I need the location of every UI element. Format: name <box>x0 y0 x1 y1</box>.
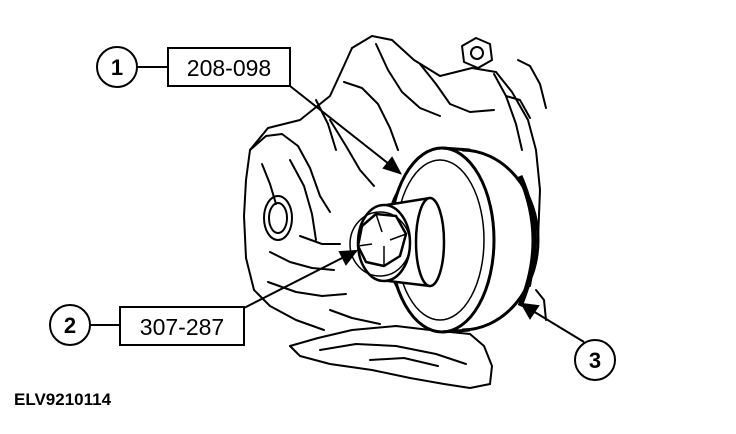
callout-2-label: 208-098 <box>187 55 271 81</box>
leader-lines <box>243 85 585 343</box>
callout-3-number: 3 <box>589 348 601 373</box>
callout-1-label: 307-287 <box>140 314 224 340</box>
tool-208-098-body <box>349 196 446 288</box>
callout-2: 1 208-098 <box>96 46 291 88</box>
callout-1-number: 2 <box>64 313 76 338</box>
callout-1: 2 307-287 <box>49 304 245 346</box>
callout-2-number: 1 <box>111 55 123 80</box>
callout-3-circle <box>574 339 616 381</box>
callout-2-label-box <box>167 47 291 87</box>
reference-code: ELV9210114 <box>14 390 112 409</box>
callout-1-label-box <box>119 306 245 346</box>
callout-3: 3 <box>574 339 616 381</box>
